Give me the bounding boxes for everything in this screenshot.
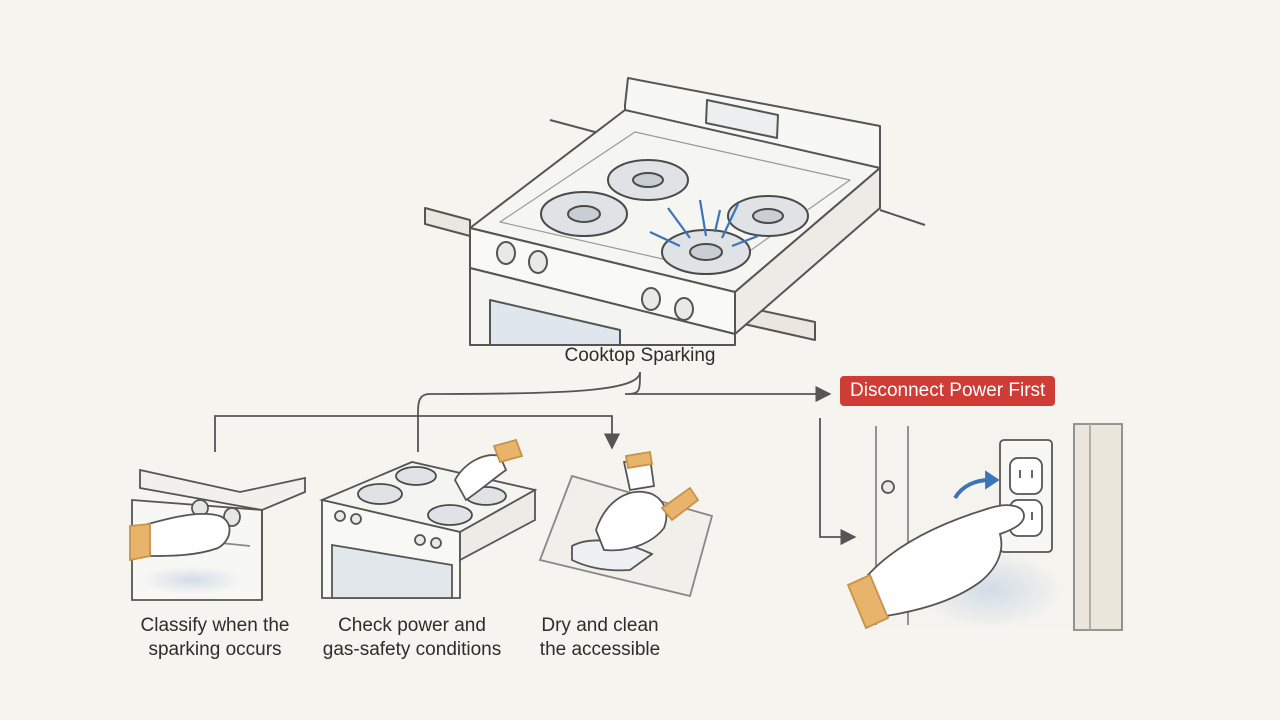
step-1-caption: Classify when the sparking occurs [110,614,320,662]
step-1-line-2: sparking occurs [148,639,282,660]
step-3-caption: Dry and clean the accessible [520,614,680,662]
step-2-caption: Check power and gas-safety conditions [306,614,518,662]
arrow-to-alert [624,371,832,403]
step-2-illustration [319,438,538,599]
step-1-line-1: Classify when the [140,615,290,636]
step-1-illustration [129,468,306,601]
flow-connectors [214,371,857,546]
disconnect-power-badge: Disconnect Power First [840,376,1056,406]
arrow-to-outlet [819,418,857,546]
stove-illustration [424,77,926,346]
step-2-line-1: Check power and [338,615,486,636]
arrow-to-step-3 [214,415,621,452]
step-3-line-1: Dry and clean [541,615,659,636]
step-3-line-2: the accessible [539,639,661,660]
outlet-illustration [846,420,1126,631]
root-node-label: Cooktop Sparking [564,345,716,366]
spark-icon [649,199,759,248]
step-3-illustration [538,450,714,598]
step-2-line-2: gas-safety conditions [322,639,502,660]
glove-hand-icon [866,504,1025,618]
